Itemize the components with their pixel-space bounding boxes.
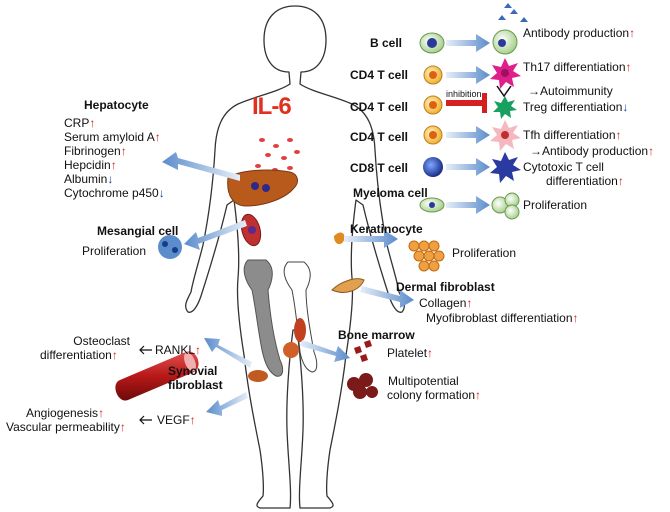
bone-marrow-title: Bone marrow bbox=[338, 328, 415, 342]
keratinocyte-cluster bbox=[408, 240, 445, 272]
hepatocyte-item-label: CRP bbox=[64, 116, 90, 130]
hepatocyte-item-label: Fibrinogen bbox=[64, 144, 121, 158]
colony-formation-label: colony formation↑ bbox=[387, 388, 482, 402]
osteoclast-line1: Osteoclast bbox=[73, 334, 130, 348]
mediator-arrows bbox=[139, 345, 152, 425]
inhibition-label: inhibition bbox=[446, 89, 482, 99]
signal-arrows bbox=[162, 34, 490, 416]
b-cell-label: B cell bbox=[370, 36, 403, 50]
increase-arrow-icon: ↑ bbox=[154, 130, 161, 144]
cd8-t-cell-label: CD8 T cell bbox=[350, 161, 409, 175]
hepatocyte-item-label: Serum amyloid A bbox=[64, 130, 155, 144]
hepatocyte-item: Cytochrome p450↓ bbox=[64, 186, 165, 200]
autoimmunity-label: →Autoimmunity bbox=[528, 84, 613, 98]
increase-arrow-icon: ↑ bbox=[120, 144, 127, 158]
antibody-production-2-label: →Antibody production↑ bbox=[530, 144, 655, 158]
myofibroblast-label: Myofibroblast differentiation↑ bbox=[426, 311, 579, 325]
th17-differentiation-label: Th17 differentiation↑ bbox=[523, 60, 632, 74]
body-outline bbox=[185, 5, 405, 509]
bone-marrow-cells bbox=[347, 340, 378, 399]
kidney-illustration bbox=[240, 213, 262, 247]
vegf-label: VEGF↑ bbox=[157, 413, 196, 427]
rankl-label: RANKL↑ bbox=[155, 343, 202, 357]
keratinocyte-on-arm bbox=[331, 232, 365, 293]
myeloma-proliferation-label: Proliferation bbox=[523, 198, 588, 212]
decrease-arrow-icon: ↓ bbox=[107, 172, 114, 186]
liver-illustration bbox=[227, 169, 298, 207]
hepatocyte-item-label: Cytochrome p450 bbox=[64, 186, 159, 200]
platelet-label: Platelet↑ bbox=[387, 346, 434, 360]
hepatocyte-item: Hepcidin↑ bbox=[64, 158, 117, 172]
antibody-production-label: Antibody production↑ bbox=[523, 26, 636, 40]
collagen-label: Collagen↑ bbox=[419, 296, 473, 310]
hepatocyte-item: CRP↑ bbox=[64, 116, 95, 130]
immune-cells-source bbox=[419, 32, 445, 213]
increase-arrow-icon: ↑ bbox=[110, 158, 117, 172]
multipotential-label: Multipotential bbox=[388, 374, 459, 388]
cd4-t-cell-label-1: CD4 T cell bbox=[350, 68, 409, 82]
mesangial-cells bbox=[158, 235, 182, 259]
keratinocyte-title: Keratinocyte bbox=[350, 222, 423, 236]
cytotoxic-t-cell-label: Cytotoxic T cell bbox=[523, 160, 604, 174]
hepatocyte-item: Albumin↓ bbox=[64, 172, 113, 186]
hepatocyte-item-label: Hepcidin bbox=[64, 158, 111, 172]
cd4-t-cell-label-3: CD4 T cell bbox=[350, 130, 409, 144]
synovial-line1: Synovial bbox=[168, 364, 218, 378]
mesangial-effect: Proliferation bbox=[82, 244, 147, 258]
hepatocyte-item: Serum amyloid A↑ bbox=[64, 130, 161, 144]
blood-vessel bbox=[115, 351, 199, 401]
cd4-t-cell-label-2: CD4 T cell bbox=[350, 100, 409, 114]
hepatocyte-item: Fibrinogen↑ bbox=[64, 144, 127, 158]
il6-particles bbox=[255, 138, 300, 172]
hepatocyte-title: Hepatocyte bbox=[84, 98, 149, 112]
myeloma-cell-label: Myeloma cell bbox=[353, 186, 428, 200]
hepatocyte-item-label: Albumin bbox=[64, 172, 108, 186]
il6-label: IL-6 bbox=[252, 93, 292, 120]
osteoclast-line2: differentiation↑ bbox=[40, 348, 118, 362]
inhibition-arrow bbox=[446, 93, 487, 113]
vascular-permeability-label: Vascular permeability↑ bbox=[6, 420, 126, 434]
angiogenesis-label: Angiogenesis↑ bbox=[26, 406, 105, 420]
keratinocyte-effect: Proliferation bbox=[452, 246, 517, 260]
synovial-line2: fibroblast bbox=[168, 378, 223, 392]
immune-cells-target bbox=[490, 3, 528, 220]
tfh-differentiation-label: Tfh differentiation↑ bbox=[523, 128, 622, 142]
mesangial-title: Mesangial cell bbox=[97, 224, 179, 238]
dermal-fibroblast-title: Dermal fibroblast bbox=[396, 280, 495, 294]
cytotoxic-differentiation-label: differentiation↑ bbox=[546, 174, 624, 188]
bone-illustrations bbox=[243, 259, 318, 382]
treg-differentiation-label: Treg differentiation↓ bbox=[523, 100, 629, 114]
decrease-arrow-icon: ↓ bbox=[158, 186, 165, 200]
increase-arrow-icon: ↑ bbox=[89, 116, 96, 130]
v-connector bbox=[496, 85, 512, 98]
